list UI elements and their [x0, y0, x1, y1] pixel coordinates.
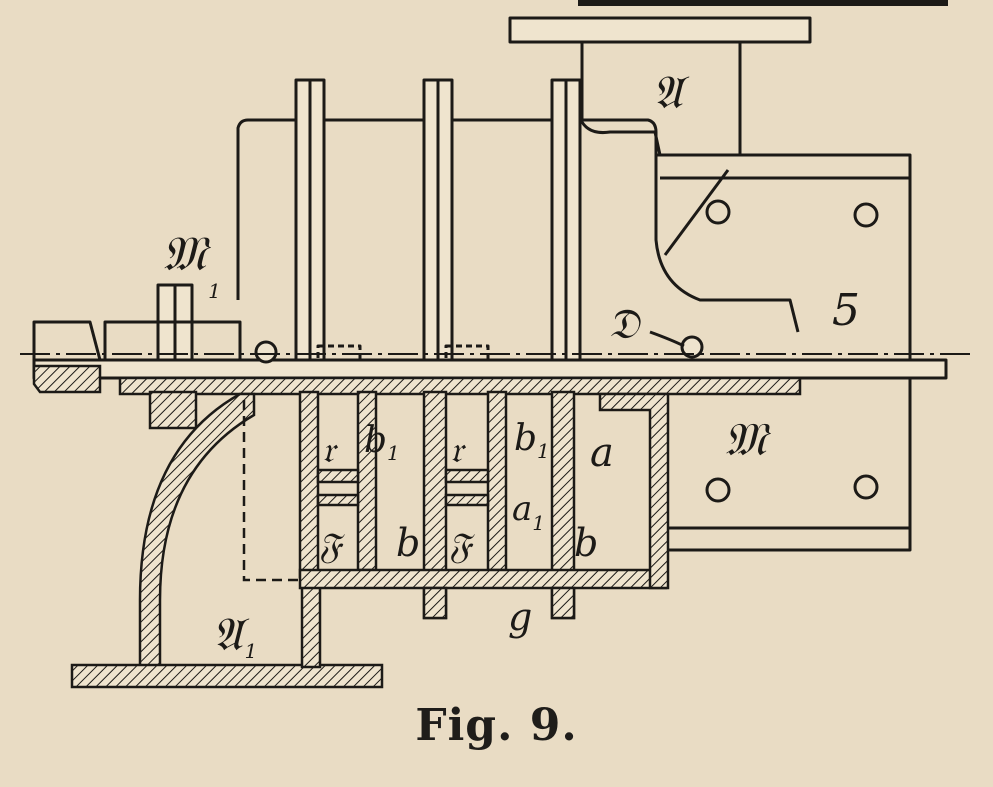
pivot-left	[254, 340, 278, 364]
left-end-section	[32, 364, 102, 394]
bolt-hole	[705, 199, 731, 225]
chamber-wall	[486, 390, 508, 572]
bottom-stub	[422, 586, 448, 620]
hidden-outline	[242, 400, 300, 582]
label-a-right: a	[590, 430, 614, 476]
top-flange	[508, 16, 812, 44]
valve-housing	[236, 118, 800, 333]
figure-caption: Fig. 9.	[415, 700, 578, 751]
label-r-mid: 𝔯	[450, 430, 467, 471]
right-chamber-wall	[598, 392, 670, 590]
label-r-left: 𝔯	[322, 430, 339, 471]
label-F-left: 𝔉	[318, 526, 345, 567]
label-5: 5	[832, 285, 860, 336]
shelf	[444, 468, 490, 484]
left-stub	[103, 320, 242, 360]
shelf	[316, 493, 360, 507]
top-edge	[578, 0, 948, 6]
pivot-arm	[649, 330, 685, 348]
label-a1-mid: a1	[512, 489, 545, 535]
label-M1: 𝔐1	[162, 226, 221, 303]
shelf	[316, 468, 360, 484]
label-b-right: b	[574, 521, 598, 565]
right-bracket	[656, 153, 912, 552]
bottom-stub	[550, 586, 576, 620]
label-F-mid: 𝔉	[448, 526, 475, 567]
lower-pipe-A1-wall	[138, 392, 256, 670]
bolt-hole	[853, 474, 879, 500]
chamber-wall	[356, 390, 378, 572]
label-D: 𝔇	[608, 299, 642, 348]
base-plate	[118, 376, 802, 396]
label-M-right: 𝔐	[724, 412, 771, 466]
label-b1-mid: b1	[514, 418, 550, 463]
bracket-diagonal	[663, 169, 730, 256]
label-A-top: 𝔄	[652, 65, 690, 119]
pivot-right	[680, 335, 704, 359]
shelf	[444, 493, 490, 507]
bolt-hole	[705, 477, 731, 503]
left-end-plate	[32, 320, 102, 361]
bolt-hole	[853, 202, 879, 228]
left-flange	[148, 390, 198, 430]
label-g: g	[508, 595, 532, 639]
label-b-left: b	[396, 521, 420, 565]
main-rail	[32, 358, 948, 380]
label-b1-left: b1	[364, 420, 400, 465]
chamber-wall	[298, 390, 320, 579]
chamber-floor	[298, 568, 668, 590]
bottom-flange	[70, 663, 384, 689]
